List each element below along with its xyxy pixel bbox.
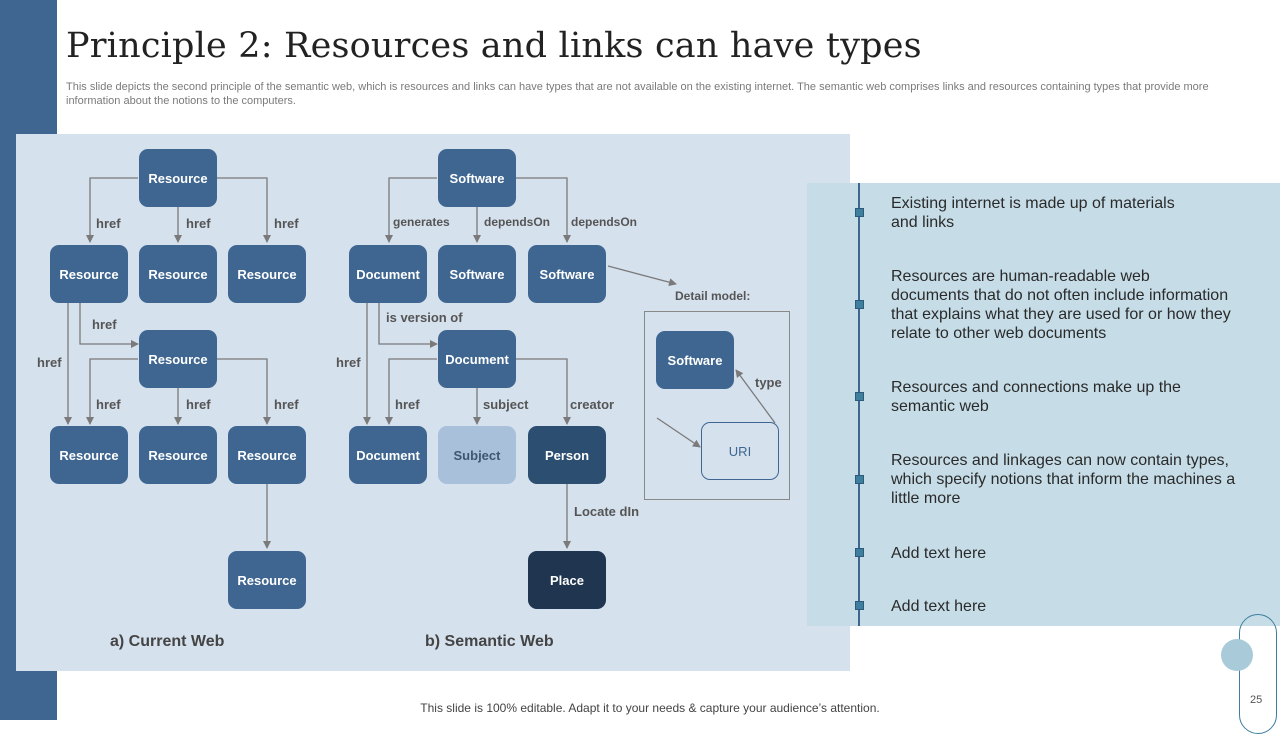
sw-link-dependson-mid: dependsOn [484, 215, 551, 229]
timeline-marker [855, 548, 864, 557]
timeline-line [858, 183, 860, 626]
detail-model-box [644, 311, 790, 500]
cw-resource-root: Resource [139, 149, 217, 207]
sw-link-dependson-right: dependsOn [571, 215, 638, 229]
sw-document-middle: Document [438, 330, 516, 388]
footer-note: This slide is 100% editable. Adapt it to… [420, 701, 880, 715]
points-panel [807, 183, 1280, 626]
timeline-marker [855, 601, 864, 610]
sw-link-href-left: href [336, 355, 361, 370]
cw-resource-l3-mid: Resource [139, 426, 217, 484]
cw-link-label: href [186, 397, 211, 412]
sw-document-bottom: Document [349, 426, 427, 484]
cw-link-label: href [96, 216, 121, 231]
cw-link-label: href [274, 397, 299, 412]
sw-link-href: href [395, 397, 420, 412]
timeline-marker [855, 475, 864, 484]
cw-resource-l1-mid: Resource [139, 245, 217, 303]
cw-resource-l3-right: Resource [228, 426, 306, 484]
diagram-connectors [64, 177, 776, 549]
cw-link-label: href [186, 216, 211, 231]
page-subtitle: This slide depicts the second principle … [66, 81, 1209, 107]
sw-link-subject: subject [483, 397, 529, 412]
semantic-web-caption: b) Semantic Web [425, 633, 554, 650]
cw-link-label: href [92, 317, 117, 332]
cw-link-label: href [96, 397, 121, 412]
detail-type-label: type [755, 375, 782, 390]
sw-software-right: Software [528, 245, 606, 303]
sw-software-mid: Software [438, 245, 516, 303]
cw-resource-l3-left: Resource [50, 426, 128, 484]
diagram-panel [16, 134, 850, 671]
page-number: 25 [1250, 694, 1263, 706]
sw-link-generates: generates [393, 215, 450, 229]
page-title: Principle 2: Resources and links can hav… [66, 26, 922, 66]
sw-link-creator: creator [570, 397, 615, 412]
timeline-marker [855, 208, 864, 217]
sw-subject: Subject [438, 426, 516, 484]
sw-place: Place [528, 551, 606, 609]
cw-resource-l1-right: Resource [228, 245, 306, 303]
point-text: Add text here [891, 598, 987, 615]
point-text: Resources and linkages can now contain t… [891, 452, 1236, 507]
timeline-marker [855, 392, 864, 401]
cw-resource-l4: Resource [228, 551, 306, 609]
cw-link-label: href [37, 355, 62, 370]
sw-document-top: Document [349, 245, 427, 303]
sw-software-root: Software [438, 149, 516, 207]
detail-software-node: Software [656, 331, 734, 389]
point-text: Resources are human-readable web documen… [891, 268, 1231, 342]
cw-resource-l2: Resource [139, 330, 217, 388]
cw-resource-l1-left: Resource [50, 245, 128, 303]
detail-model-label: Detail model: [675, 289, 751, 303]
sw-link-locate-in: Locate dIn [574, 504, 640, 519]
cw-link-label: href [274, 216, 299, 231]
point-text: Add text here [891, 545, 987, 562]
timeline-marker [855, 300, 864, 309]
decorative-circle [1221, 639, 1253, 671]
sw-person: Person [528, 426, 606, 484]
decorative-arc [1239, 614, 1277, 734]
detail-uri-node: URI [701, 422, 779, 480]
sw-link-is-version-of: is version of [386, 310, 463, 325]
current-web-caption: a) Current Web [110, 633, 225, 650]
point-text: Existing internet is made up of material… [891, 195, 1175, 231]
point-text: Resources and connections make up the se… [891, 379, 1181, 415]
